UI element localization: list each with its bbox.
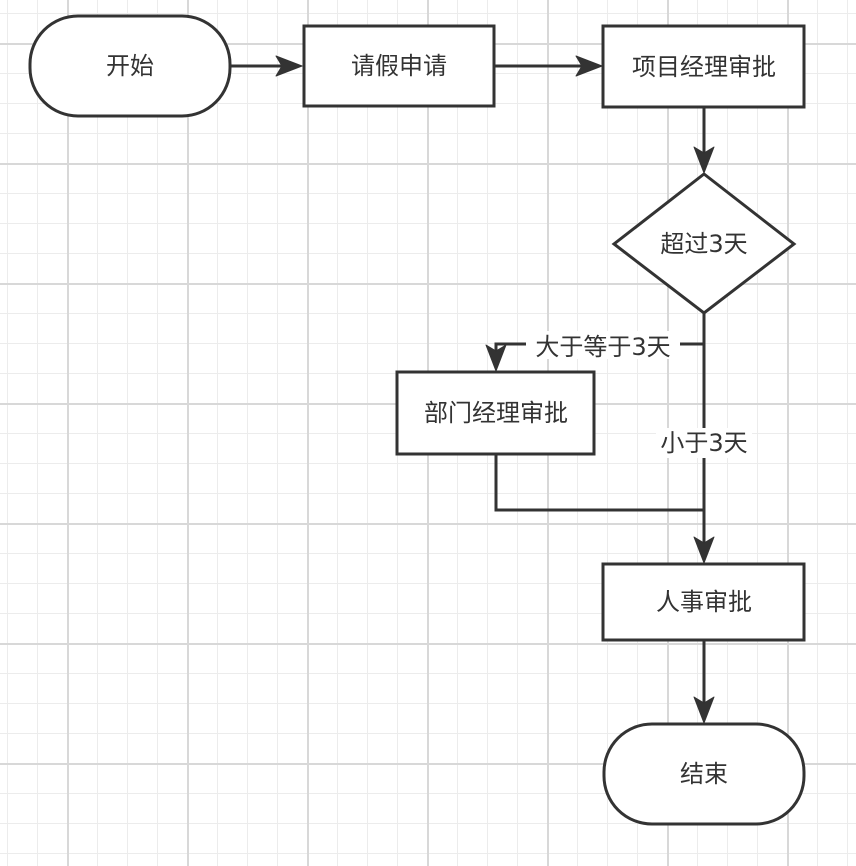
node-leave-application[interactable]: 请假申请 [302,24,496,108]
arrow-head-icon [693,696,715,724]
edge-start-to-apply [230,55,303,77]
edge-label-gte-3-days: 大于等于3天 [526,331,680,361]
node-label: 人事审批 [656,588,752,616]
node-label: 部门经理审批 [424,399,568,427]
node-label: 超过3天 [660,230,747,258]
edge-pm-approve-to-decision [693,107,715,174]
node-start[interactable]: 开始 [28,14,232,118]
node-label: 结束 [680,760,728,788]
node-label: 项目经理审批 [632,53,776,81]
arrow-head-icon [693,536,715,564]
node-decision-over-3-days[interactable]: 超过3天 [611,172,797,315]
node-department-manager-approval[interactable]: 部门经理审批 [395,370,596,456]
edge-hr-approve-to-end [693,640,715,724]
node-end[interactable]: 结束 [602,722,806,826]
edge-apply-to-pm-approve [494,55,603,77]
node-hr-approval[interactable]: 人事审批 [601,562,806,642]
arrow-head-icon [575,55,603,77]
arrow-head-icon [485,344,507,372]
node-label: 请假申请 [351,52,447,80]
edge-label-text: 小于3天 [660,429,747,457]
edge-label-lt-3-days: 小于3天 [656,428,752,458]
node-label: 开始 [106,52,154,80]
edge-dept-approve-to-hr-approve [494,454,704,512]
arrow-head-icon [693,146,715,174]
edge-label-text: 大于等于3天 [535,333,670,361]
node-project-manager-approval[interactable]: 项目经理审批 [601,24,806,109]
arrow-head-icon [275,55,303,77]
